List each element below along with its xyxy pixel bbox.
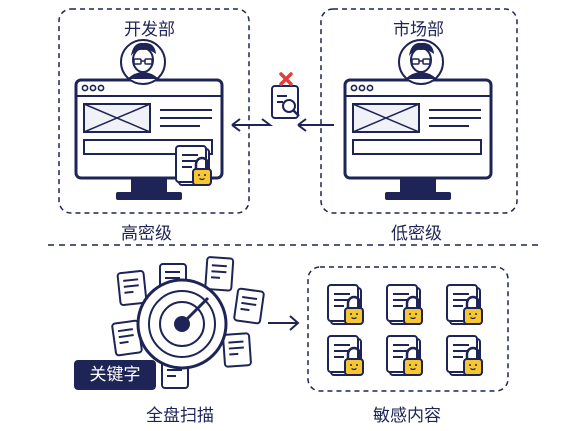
arrow-icon-left xyxy=(231,118,273,132)
radar-scan-icon xyxy=(136,278,228,370)
sensitive-content-box xyxy=(307,266,509,392)
marketing-department-group xyxy=(320,8,518,214)
dev-avatar-icon xyxy=(120,39,166,85)
marketing-department-title: 市场部 xyxy=(393,20,444,40)
arrow-icon-scan xyxy=(268,315,300,331)
flow-arrows xyxy=(231,118,334,132)
full-disk-scan-label: 全盘扫描 xyxy=(146,406,214,426)
keyword-tag: 关键字 xyxy=(74,360,156,390)
locked-document-icon xyxy=(174,144,213,187)
sensitive-content-label: 敏感内容 xyxy=(373,406,441,426)
dev-security-level: 高密级 xyxy=(121,224,172,244)
sensitive-content-group xyxy=(307,266,509,392)
marketing-avatar-icon xyxy=(398,39,444,85)
dev-department-box xyxy=(58,8,250,214)
dev-department-title: 开发部 xyxy=(124,20,175,40)
marketing-monitor-icon xyxy=(343,78,493,202)
arrow-icon-right xyxy=(297,118,334,132)
marketing-security-level: 低密级 xyxy=(391,224,442,244)
marketing-department-box xyxy=(320,8,518,214)
dev-department-group xyxy=(58,8,250,214)
rejected-document-icon xyxy=(271,72,300,119)
